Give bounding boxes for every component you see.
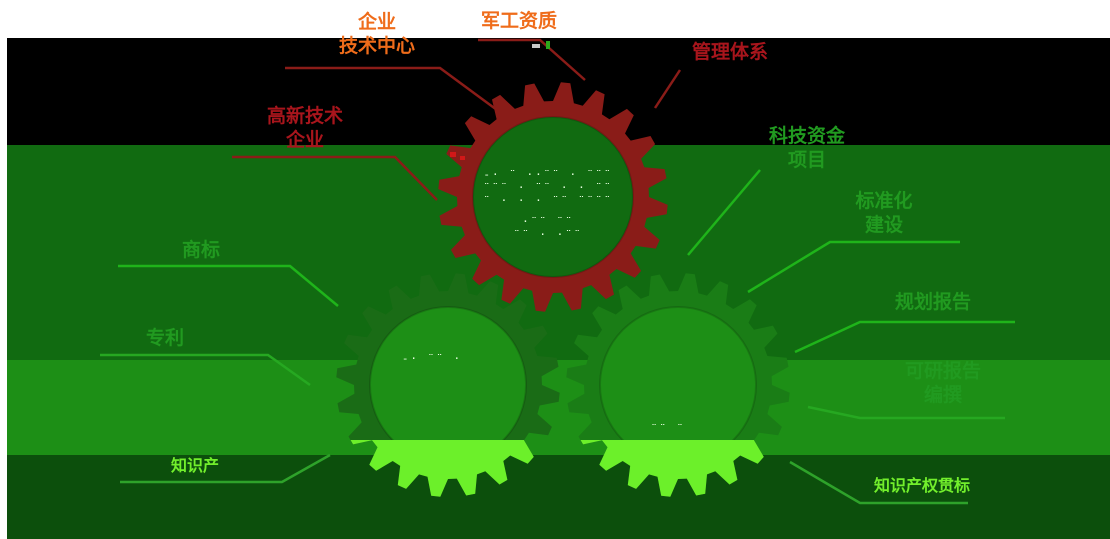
connector-high-tech xyxy=(232,155,438,201)
connector-management-system xyxy=(653,69,682,109)
label-enterprise-tech-center: 企业 技术中心 xyxy=(338,11,415,57)
connector-sci-funding xyxy=(687,169,761,256)
label-military: 军工资质 xyxy=(480,10,557,32)
marker-dot xyxy=(460,156,465,160)
marker-dot xyxy=(546,41,550,49)
gear-top-hub xyxy=(472,116,634,278)
gear-right-inner-text: ¨¨ ¨ xyxy=(650,422,686,435)
label-planning-report: 规划报告 xyxy=(894,291,971,313)
connector-bottom-right xyxy=(789,460,968,505)
label-patent: 专利 xyxy=(145,327,184,349)
label-high-tech: 高新技术 企业 xyxy=(266,105,343,151)
gear-right-hub xyxy=(599,306,757,464)
label-sci-funding: 科技资金 项目 xyxy=(768,125,845,171)
label-bottom-left: 知识产 xyxy=(170,456,219,475)
connector-patent xyxy=(100,353,311,387)
connector-standardization xyxy=(747,240,960,294)
connector-trademark xyxy=(118,264,339,307)
label-trademark: 商标 xyxy=(181,239,220,261)
background-band-lower xyxy=(7,360,1110,455)
marker-dot xyxy=(532,44,540,48)
gear-left-inner-text: -· ¨¨ · xyxy=(401,352,463,365)
gear-right-glow-icon xyxy=(580,440,764,497)
label-management-system: 管理体系 xyxy=(691,41,768,63)
connector-bottom-left xyxy=(120,453,331,484)
label-feasibility: 可研报告 编撰 xyxy=(904,360,981,406)
connector-military xyxy=(478,38,586,81)
connector-planning-report xyxy=(794,320,1015,354)
label-bottom-right: 知识产权贯标 xyxy=(873,476,970,495)
connector-enterprise-tech-center xyxy=(285,66,498,112)
label-standardization: 标准化 建设 xyxy=(855,190,913,236)
connector-feasibility xyxy=(807,405,1005,420)
background-band-bottom xyxy=(7,455,1110,539)
gear-left-glow-icon xyxy=(350,440,534,497)
gear-top-inner-text: -· ¨ ··¨¨ · ¨¨¨ ¨¨¨ · ¨¨ · · ¨¨ ¨ · · · … xyxy=(483,168,613,241)
gear-left-hub xyxy=(369,306,527,464)
marker-dot xyxy=(450,152,456,157)
